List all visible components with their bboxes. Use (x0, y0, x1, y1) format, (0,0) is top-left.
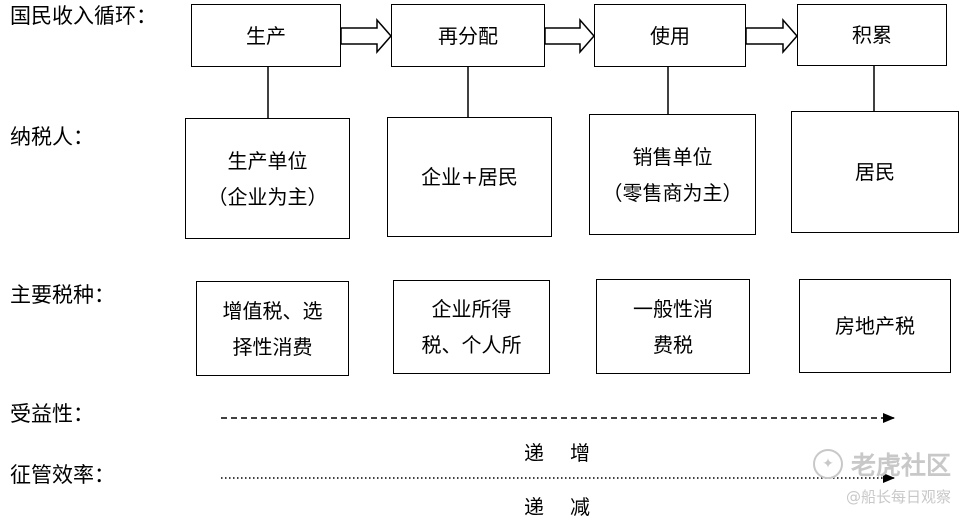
tax-type-line2: 税、个人所 (421, 333, 522, 357)
watermark-sub-text: @船长每日观察 (845, 488, 951, 506)
efficiency-trend-label: 递减 (524, 495, 616, 519)
tax-type-line1: 一般性消 (633, 296, 713, 321)
cycle-stage-accumulation: 积累 (797, 4, 947, 66)
cycle-stage-label: 使用 (650, 23, 690, 48)
watermark: ✦ 老虎社区 (812, 446, 951, 482)
cycle-stage-redistribution: 再分配 (391, 4, 545, 67)
taxpayer-production-units: 生产单位 （企业为主） (185, 118, 350, 239)
row-label-cycle: 国民收入循环： (10, 4, 157, 28)
tax-type-income: 企业所得 税、个人所 (393, 280, 550, 374)
tax-type-consumption: 一般性消 费税 (596, 279, 750, 374)
taxpayer-enterprise-residents: 企业+居民 (387, 117, 552, 237)
cycle-stage-label: 生产 (246, 23, 286, 48)
watermark-main-text: 老虎社区 (850, 451, 951, 480)
benefit-trend-label: 递增 (524, 441, 616, 465)
taxpayer-line1: 生产单位 (227, 148, 308, 173)
tax-type-line1: 房地产税 (835, 314, 915, 338)
row-label-taxpayer: 纳税人： (10, 125, 94, 149)
tax-type-line1: 增值税、选 (222, 298, 323, 323)
tax-type-line1: 企业所得 (431, 297, 512, 321)
taxpayer-line2: （企业为主） (207, 184, 328, 209)
tax-type-line2: 择性消费 (232, 334, 313, 359)
cycle-stage-label: 再分配 (438, 23, 498, 48)
taxpayer-line1: 销售单位 (632, 144, 713, 169)
row-label-tax-type: 主要税种： (10, 283, 115, 307)
tax-type-line2: 费税 (653, 332, 693, 357)
flow-arrow-1 (340, 18, 392, 54)
flow-arrows (340, 18, 798, 54)
flow-arrow-3 (745, 18, 798, 54)
taxpayer-residents: 居民 (791, 111, 959, 233)
tiger-logo-icon: ✦ (812, 449, 843, 479)
taxpayer-sales-units: 销售单位 （零售商为主） (589, 114, 756, 235)
row-label-benefit: 受益性： (10, 402, 94, 426)
taxpayer-line1: 企业+居民 (421, 165, 518, 189)
cycle-stage-production: 生产 (191, 4, 341, 67)
tax-type-property: 房地产税 (799, 279, 951, 373)
cycle-stage-label: 积累 (852, 23, 892, 47)
flow-arrow-2 (544, 18, 595, 54)
taxpayer-line1: 居民 (855, 160, 895, 184)
tax-type-vat-excise: 增值税、选 择性消费 (196, 281, 349, 376)
vertical-connectors (267, 66, 875, 118)
row-label-efficiency: 征管效率： (10, 463, 115, 487)
cycle-stage-use: 使用 (594, 4, 746, 67)
taxpayer-line2: （零售商为主） (602, 180, 743, 205)
